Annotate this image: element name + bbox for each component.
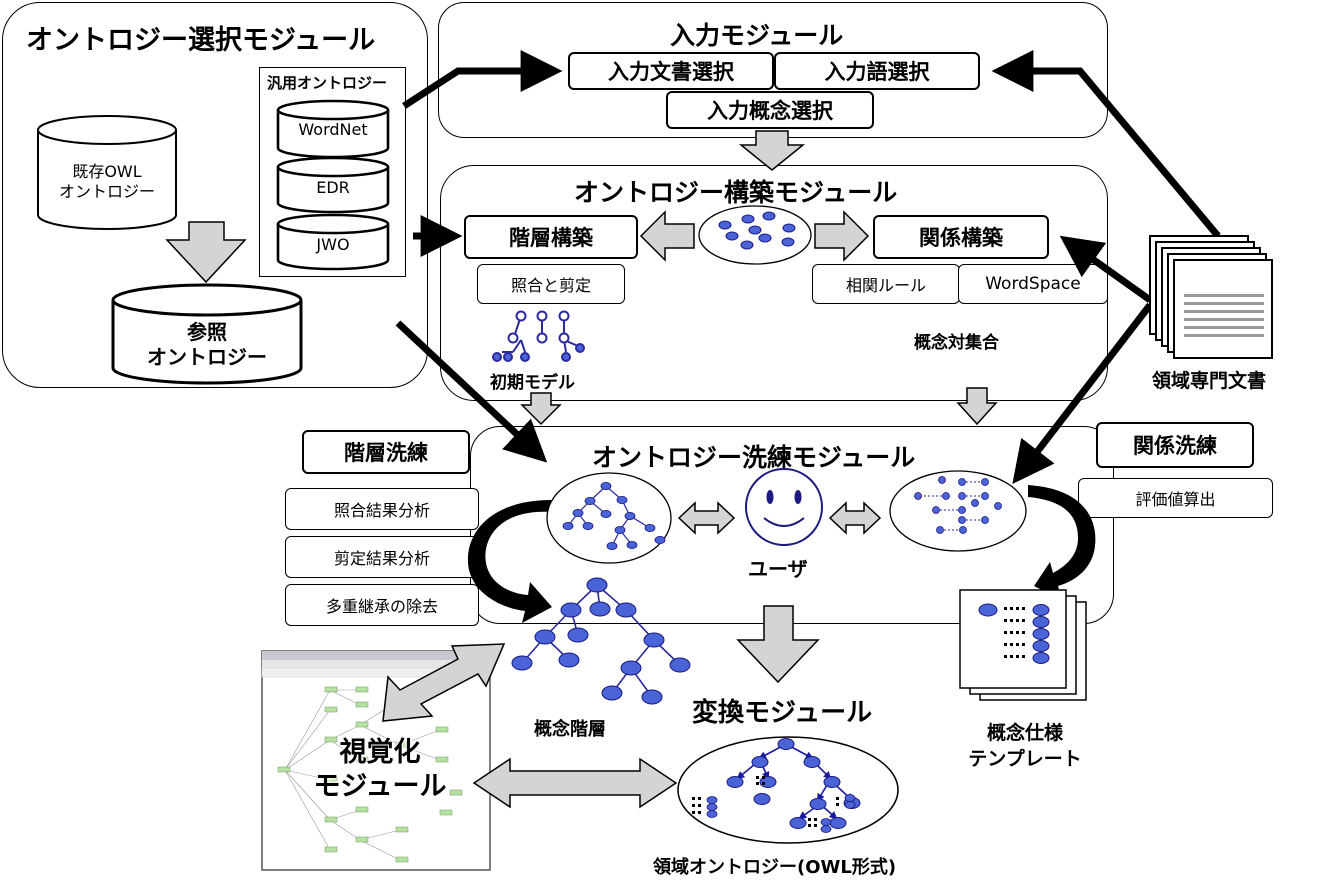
refine-hierarchy-ellipse — [546, 472, 672, 564]
edr-label: EDR — [316, 178, 350, 197]
smiley-face-icon — [745, 468, 823, 546]
curved-arrows — [467, 485, 1096, 623]
general-ontology-title: 汎用オントロジー — [267, 74, 388, 92]
match-analysis-box: 照合結果分析 — [285, 488, 479, 530]
user-left-double-arrow — [677, 501, 736, 535]
relation-build-box: 関係構築 — [873, 215, 1049, 259]
document-stack-icon — [1149, 235, 1273, 359]
refine-to-conversion-arrow — [736, 605, 820, 684]
construction-to-refine-left-arrow — [520, 392, 562, 426]
construction-module-title: オントロジー構築モジュール — [574, 178, 898, 207]
correlation-rule-box: 相関ルール — [812, 264, 960, 304]
domain-ontology-ellipse — [677, 736, 899, 844]
concept-set-ellipse — [698, 205, 812, 265]
black-arrows — [395, 50, 1221, 484]
existing-to-reference-arrow — [165, 221, 247, 284]
concept-hierarchy-tree-icon — [511, 577, 691, 705]
construction-to-refine-right-arrow — [956, 387, 998, 426]
reference-label-2: オントロジー — [147, 345, 267, 369]
wordnet-database-icon — [276, 99, 390, 159]
refine-relation-ellipse — [889, 470, 1027, 552]
selection-module-title: オントロジー選択モジュール — [26, 25, 376, 56]
reference-to-refine-arrow — [395, 320, 548, 463]
concept-hierarchy-label: 概念階層 — [534, 719, 606, 740]
input-concept-select-box: 入力概念選択 — [666, 91, 874, 129]
user-label: ユーザ — [748, 557, 808, 581]
concepts-to-hierarchy-arrow — [639, 210, 695, 262]
prune-analysis-box: 剪定結果分析 — [285, 536, 479, 578]
concept-set-label: 概念対集合 — [914, 333, 999, 353]
concept-spec-label-1: 概念仕様 — [986, 722, 1063, 744]
hierarchy-refine-box: 階層洗練 — [302, 430, 470, 474]
input-doc-select-box: 入力文書選択 — [568, 52, 774, 90]
refinement-module-title: オントロジー洗練モジュール — [592, 443, 916, 472]
user-right-double-arrow — [828, 501, 882, 535]
relation-refine-box: 関係洗練 — [1096, 422, 1254, 468]
input-module-title: 入力モジュール — [670, 21, 844, 50]
refine-right-curve-arrow — [1028, 485, 1096, 600]
concept-spec-label-2: テンプレート — [968, 748, 1082, 770]
domain-docs-to-relation-arrow — [1059, 235, 1153, 303]
conversion-module-title: 変換モジュール — [692, 698, 873, 728]
hierarchy-build-box: 階層構築 — [464, 215, 638, 259]
domain-ontology-label: 領域オントロジー(OWL形式) — [653, 857, 897, 878]
gray-arrows — [165, 130, 998, 809]
reference-database-icon — [111, 283, 303, 385]
eval-value-box: 評価値算出 — [1078, 478, 1273, 518]
multi-inheritance-box: 多重継承の除去 — [285, 584, 479, 626]
concepts-to-relation-arrow — [814, 210, 870, 262]
existing-owl-label-1: 既存OWL — [72, 162, 142, 181]
input-word-select-box: 入力語選択 — [774, 52, 980, 90]
existing-owl-label-2: オントロジー — [58, 182, 155, 201]
initial-model-tree-icon — [492, 310, 585, 362]
match-prune-box: 照合と剪定 — [477, 264, 625, 304]
domain-docs-to-refine-arrow — [1012, 302, 1153, 484]
visualization-module-title-1: 視覚化 — [339, 737, 421, 768]
existing-owl-database-icon — [37, 115, 177, 230]
visualization-hierarchy-double-arrow — [382, 643, 506, 722]
initial-model-label: 初期モデル — [490, 373, 575, 393]
jwo-database-icon — [276, 213, 390, 271]
visualization-conversion-double-arrow — [472, 757, 678, 809]
input-to-construction-arrow — [738, 130, 806, 171]
visualization-module-title-2: モジュール — [313, 771, 447, 802]
template-icon — [959, 589, 1087, 701]
domain-docs-to-input-arrow — [991, 50, 1221, 239]
wordnet-label: WordNet — [298, 120, 368, 139]
selection-to-input-arrow — [402, 50, 563, 109]
reference-label-1: 参照 — [187, 320, 227, 344]
jwo-label: JWO — [316, 235, 350, 254]
domain-docs-label: 領域専門文書 — [1152, 370, 1267, 392]
refine-left-curve-arrow — [467, 500, 552, 623]
edr-database-icon — [276, 156, 390, 214]
